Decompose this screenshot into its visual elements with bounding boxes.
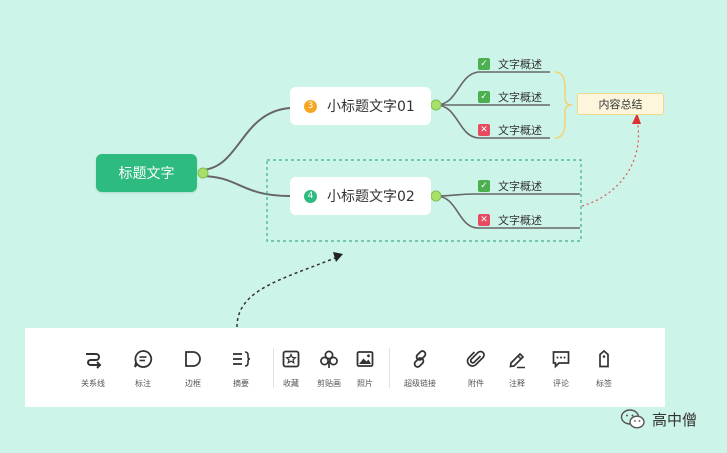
- pointer-arrow-icon: [333, 252, 343, 262]
- tag-icon: [593, 348, 615, 370]
- toolbar-divider: [389, 348, 390, 388]
- toolbar-label: 剪贴画: [317, 379, 341, 388]
- toolbar-label: 注释: [509, 379, 525, 388]
- clipart-icon: [318, 348, 340, 370]
- toolbar-attachment[interactable]: 附件: [454, 348, 498, 389]
- leaf-label: 文字概述: [498, 58, 542, 71]
- relation-line-icon: [82, 348, 104, 370]
- insert-toolbar: 关系线 标注 边框 摘要 收藏 剪贴画 照片: [25, 328, 665, 407]
- branch-topic-02-label: 小标题文字02: [327, 189, 415, 205]
- toolbar-note[interactable]: 注释: [495, 348, 539, 389]
- toolbar-label: 收藏: [283, 379, 299, 388]
- branch-topic-02[interactable]: 4 小标题文字02: [290, 177, 431, 215]
- root-topic-label: 标题文字: [118, 166, 175, 182]
- root-collapse-knob: [197, 167, 209, 179]
- toolbar-divider: [273, 348, 274, 388]
- watermark-text: 高中僧: [652, 410, 698, 429]
- photo-icon: [354, 348, 376, 370]
- leaf-topic[interactable]: ✓ 文字概述: [478, 56, 542, 72]
- check-icon: ✓: [478, 58, 490, 70]
- toolbar-relation-line[interactable]: 关系线: [71, 348, 115, 389]
- toolbar-label: 超级链接: [404, 379, 436, 388]
- leaf-label: 文字概述: [498, 214, 542, 227]
- check-icon: ✓: [478, 91, 490, 103]
- review-icon: [550, 348, 572, 370]
- branch1-collapse-knob: [430, 99, 442, 111]
- connector-b1-leaf3: [435, 104, 550, 139]
- summary-brace: [554, 71, 573, 139]
- toolbar-border[interactable]: 边框: [171, 348, 215, 389]
- connector-b2-leaf1: [435, 193, 580, 197]
- toolbar-callout[interactable]: 标注: [121, 348, 165, 389]
- boundary-border: [266, 159, 582, 242]
- toolbar-hyperlink[interactable]: 超级链接: [398, 348, 442, 389]
- priority-badge: 4: [304, 189, 317, 203]
- pointer-line: [236, 257, 336, 328]
- toolbar-favorite[interactable]: 收藏: [269, 348, 313, 389]
- toolbar-label: 附件: [468, 379, 484, 388]
- toolbar-label: 照片: [357, 379, 373, 388]
- check-icon: ✓: [478, 180, 490, 192]
- watermark: 高中僧: [620, 408, 697, 430]
- root-topic[interactable]: 标题文字: [96, 154, 197, 192]
- leaf-topic[interactable]: ✓ 文字概述: [478, 89, 542, 105]
- border-icon: [182, 348, 204, 370]
- leaf-topic[interactable]: ✓ 文字概述: [478, 178, 542, 194]
- leaf-topic[interactable]: ✕ 文字概述: [478, 212, 542, 228]
- comment-bubble-icon: [132, 348, 154, 370]
- toolbar-label: 关系线: [81, 379, 105, 388]
- toolbar-label: 评论: [553, 379, 569, 388]
- toolbar-label: 标签: [596, 379, 612, 388]
- toolbar-photo[interactable]: 照片: [343, 348, 387, 389]
- note-pencil-icon: [506, 348, 528, 370]
- toolbar-review[interactable]: 评论: [539, 348, 583, 389]
- wechat-icon: [620, 408, 646, 430]
- toolbar-tag[interactable]: 标签: [582, 348, 626, 389]
- leaf-label: 文字概述: [498, 124, 542, 137]
- branch2-collapse-knob: [430, 190, 442, 202]
- priority-badge: 3: [304, 99, 317, 113]
- connector-root-branch2: [199, 175, 291, 197]
- relation-line: [581, 119, 639, 207]
- relation-arrow-icon: [632, 113, 641, 124]
- toolbar-summary[interactable]: 摘要: [219, 348, 263, 389]
- toolbar-label: 边框: [185, 379, 201, 388]
- toolbar-clipart[interactable]: 剪贴画: [307, 348, 351, 389]
- leaf-label: 文字概述: [498, 180, 542, 193]
- branch-topic-01[interactable]: 3 小标题文字01: [290, 87, 431, 125]
- cross-icon: ✕: [478, 214, 490, 226]
- favorite-icon: [280, 348, 302, 370]
- attachment-icon: [465, 348, 487, 370]
- toolbar-label: 摘要: [233, 379, 249, 388]
- toolbar-label: 标注: [135, 379, 151, 388]
- summary-topic[interactable]: 内容总结: [577, 93, 664, 115]
- hyperlink-icon: [409, 348, 431, 370]
- connector-b1-leaf1: [435, 71, 550, 106]
- leaf-label: 文字概述: [498, 91, 542, 104]
- summary-label: 内容总结: [598, 98, 643, 111]
- leaf-topic[interactable]: ✕ 文字概述: [478, 122, 542, 138]
- cross-icon: ✕: [478, 124, 490, 136]
- summary-icon: [230, 348, 252, 370]
- branch-topic-01-label: 小标题文字01: [327, 99, 415, 115]
- connector-root-branch1: [199, 107, 291, 171]
- connector-b2-leaf2: [435, 195, 580, 229]
